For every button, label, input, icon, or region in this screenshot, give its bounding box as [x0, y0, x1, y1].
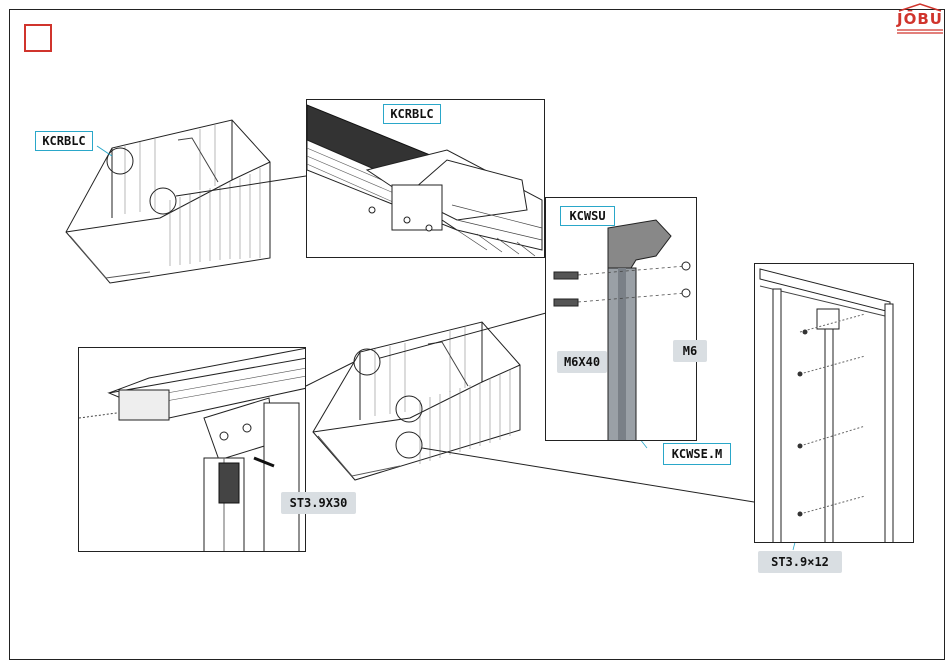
part-label-rail-top: KCRBLC: [35, 131, 93, 151]
part-label-rail-zoom: KCRBLC: [383, 104, 441, 124]
detail-panel-post-fixing: [78, 347, 306, 552]
shed-overview-top: [66, 120, 306, 283]
bolt-icon: [554, 272, 578, 306]
part-label-bolt: M6X40: [557, 351, 607, 373]
wall-screws-drawing: [755, 264, 914, 543]
part-label-nut: M6: [673, 340, 707, 362]
detail-panel-wall-screws: [754, 263, 914, 543]
part-label-corner-bracket: KCWSU: [560, 206, 615, 226]
part-label-screw-small: ST3.9×12: [758, 551, 842, 573]
corner-bracket-drawing: [546, 198, 697, 441]
detail-panel-corner-bracket: [545, 197, 697, 441]
part-label-corner-post: KCWSE.M: [663, 443, 731, 465]
post-fixing-drawing: [79, 348, 306, 552]
nut-icon: [682, 262, 690, 270]
part-label-screw-large: ST3.9X30: [281, 492, 356, 514]
